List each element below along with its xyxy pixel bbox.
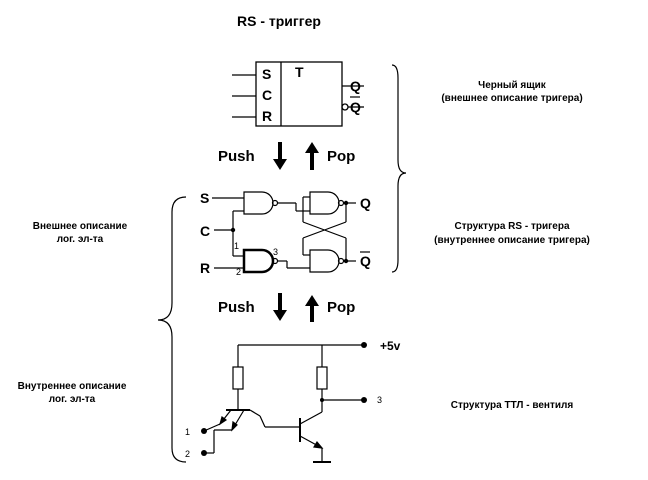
junction-dots xyxy=(230,200,349,264)
ttl-circuit xyxy=(203,344,364,463)
gate-output-qbar: Q xyxy=(360,253,371,269)
arrow-down-icon xyxy=(273,159,287,170)
push-pop-arrows-bottom xyxy=(273,293,319,322)
push-label-bottom: Push xyxy=(218,299,255,316)
arrow-up-icon xyxy=(305,142,319,153)
push-pop-arrows-top xyxy=(273,142,319,170)
right-brace xyxy=(391,64,407,273)
note-structure-sub: (внутреннее описание тригера) xyxy=(434,235,590,246)
note-ttl-title: Структура ТТЛ - вентиля xyxy=(451,400,574,411)
note-external-line1: Внешнее описание xyxy=(33,221,128,232)
note-internal-line2: лог. эл-та xyxy=(49,394,96,405)
inversion-bubble xyxy=(341,103,349,111)
diagram-title: RS - триггер xyxy=(237,13,321,29)
gate-input-c: C xyxy=(200,223,210,239)
black-box-input-r: R xyxy=(262,108,272,124)
note-internal-line1: Внутреннее описание xyxy=(18,381,127,392)
black-box-output-q: Q xyxy=(350,78,361,94)
black-box-output-qbar: Q xyxy=(350,99,361,115)
black-box-input-s: S xyxy=(262,66,271,82)
resistor-right xyxy=(316,366,328,390)
ttl-out-pin: 3 xyxy=(377,395,382,405)
arrow-up-icon xyxy=(305,295,319,306)
note-structure-title: Структура RS - тригера xyxy=(454,221,569,232)
ttl-supply-label: +5v xyxy=(380,339,401,353)
ttl-terminal-dots xyxy=(201,342,367,456)
nand-gate-b xyxy=(242,248,275,274)
nand-gate-d xyxy=(309,249,340,273)
gate-pin-3: 3 xyxy=(273,247,278,257)
arrow-down-icon xyxy=(273,310,287,321)
black-box-input-c: C xyxy=(262,87,272,103)
rs-gate-structure xyxy=(212,191,356,274)
black-box-symbol xyxy=(232,61,364,127)
note-external-line2: лог. эл-та xyxy=(57,234,104,245)
note-black-box-title: Черный ящик xyxy=(478,80,547,91)
push-label-top: Push xyxy=(218,148,255,165)
gate-pin-1: 1 xyxy=(234,241,239,251)
pop-label-bottom: Pop xyxy=(327,299,355,316)
ttl-in-pin-2: 2 xyxy=(185,449,190,459)
ttl-in-pin-1: 1 xyxy=(185,427,190,437)
gate-output-q: Q xyxy=(360,195,371,211)
nand-gate-a xyxy=(243,191,274,215)
pop-label-top: Pop xyxy=(327,148,355,165)
nand-gate-c xyxy=(309,191,340,215)
black-box-label: T xyxy=(295,64,304,80)
black-box-rect xyxy=(255,61,343,127)
note-black-box-sub: (внешнее описание тригера) xyxy=(441,93,582,104)
resistor-left xyxy=(232,366,244,390)
gate-input-r: R xyxy=(200,260,210,276)
gate-pin-2: 2 xyxy=(236,267,241,277)
gate-input-s: S xyxy=(200,190,209,206)
left-brace xyxy=(157,196,187,463)
